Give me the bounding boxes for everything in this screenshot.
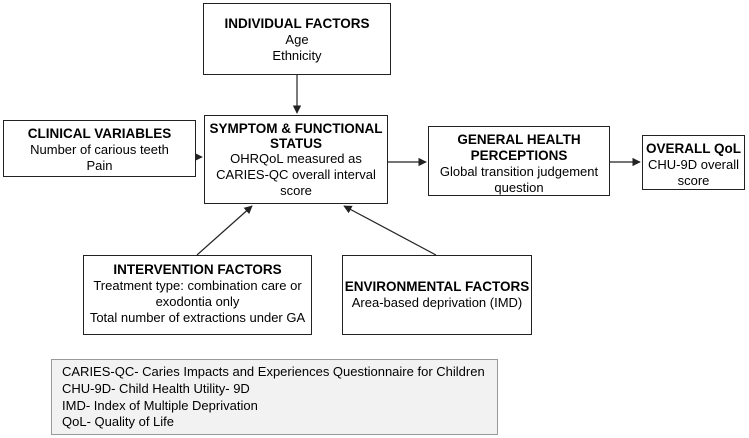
overall-desc-line-2: score — [677, 173, 710, 188]
intervention-desc-line-3: Total number of extractions under GA — [89, 310, 306, 325]
intervention-desc-line-2: exodontia only — [155, 294, 240, 309]
abbreviations-legend: CARIES-QC- Caries Impacts and Experience… — [51, 359, 498, 435]
legend-line-chu-9d: CHU-9D- Child Health Utility- 9D — [62, 380, 250, 396]
environmental-factors-title: ENVIRONMENTAL FACTORS — [344, 279, 530, 294]
symptom-title-line-2: STATUS — [270, 136, 322, 151]
clinical-variables-title: CLINICAL VARIABLES — [27, 126, 172, 141]
arrow-intervention-to-symptom — [196, 205, 253, 256]
legend-line-caries-qc: CARIES-QC- Caries Impacts and Experience… — [62, 364, 485, 379]
symptom-desc-line-2: CARIES-QC overall interval — [216, 167, 376, 182]
environmental-desc-line-1: Area-based deprivation (IMD) — [351, 295, 523, 310]
individual-factor-age: Age — [285, 32, 309, 47]
symptom-title-line-1: SYMPTOM & FUNCTIONAL — [209, 121, 383, 136]
clinical-variable-pain: Pain — [86, 158, 113, 173]
intervention-factors-title: INTERVENTION FACTORS — [113, 262, 282, 277]
individual-factor-ethnicity: Ethnicity — [272, 48, 322, 63]
overall-qol-box: OVERALL QoL CHU-9D overall score — [642, 135, 745, 190]
clinical-variables-box: CLINICAL VARIABLES Number of carious tee… — [3, 120, 196, 177]
intervention-factors-box: INTERVENTION FACTORS Treatment type: com… — [83, 255, 312, 335]
symptom-functional-status-box: SYMPTOM & FUNCTIONAL STATUS OHRQoL measu… — [204, 115, 388, 204]
symptom-desc-line-3: score — [280, 183, 312, 198]
symptom-desc-line-1: OHRQoL measured as — [230, 151, 362, 166]
legend-line-imd: IMD- Index of Multiple Deprivation — [62, 397, 258, 413]
individual-factors-box: INDIVIDUAL FACTORS Age Ethnicity — [203, 3, 391, 75]
individual-factors-title: INDIVIDUAL FACTORS — [224, 16, 370, 31]
general-title-line-1: GENERAL HEALTH — [457, 132, 581, 147]
clinical-variable-carious-teeth: Number of carious teeth — [30, 142, 169, 157]
environmental-factors-box: ENVIRONMENTAL FACTORS Area-based depriva… — [342, 255, 532, 335]
general-desc-line-2: question — [494, 180, 544, 195]
overall-desc-line-1: CHU-9D overall — [647, 157, 740, 172]
overall-qol-title: OVERALL QoL — [645, 141, 741, 156]
general-desc-line-1: Global transition judgement — [439, 164, 599, 179]
general-health-perceptions-box: GENERAL HEALTH PERCEPTIONS Global transi… — [428, 126, 610, 196]
legend-line-qol: QoL- Quality of Life — [62, 414, 174, 430]
general-title-line-2: PERCEPTIONS — [470, 148, 568, 163]
arrow-environmental-to-symptom — [343, 205, 437, 256]
intervention-desc-line-1: Treatment type: combination care or — [93, 278, 302, 293]
